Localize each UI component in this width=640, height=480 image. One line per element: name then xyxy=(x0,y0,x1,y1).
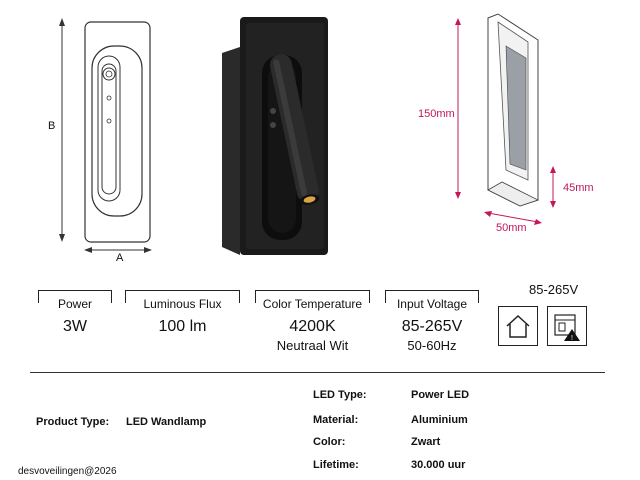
spec-luminous-flux-value: 100 lm xyxy=(158,318,207,335)
dimension-depth-label: 45mm xyxy=(563,182,594,194)
voltage-badge-text: 85-265V xyxy=(529,282,579,297)
watermark-text: desvoveilingen@2026 xyxy=(18,466,117,477)
spec-input-voltage: Input Voltage 85-265V 50-60Hz xyxy=(385,290,479,360)
dimension-height-label: 150mm xyxy=(418,108,455,120)
led-type-label: LED Type: xyxy=(313,389,367,401)
spec-color-temperature: Color Temperature 4200K Neutraal Wit xyxy=(255,290,370,360)
color-label: Color: xyxy=(313,436,346,448)
electrical-warning-icon: ! xyxy=(547,306,587,346)
spec-power-value: 3W xyxy=(63,318,87,335)
product-type-label: Product Type: xyxy=(36,416,110,428)
front-dimension-drawing xyxy=(59,18,152,253)
material-label: Material: xyxy=(313,414,359,426)
dimension-b-label: B xyxy=(48,120,56,132)
spec-luminous-flux: Luminous Flux 100 lm xyxy=(125,290,240,360)
color-value: Zwart xyxy=(411,436,441,448)
spec-luminous-flux-label: Luminous Flux xyxy=(139,297,226,311)
dimension-a-label: A xyxy=(116,252,124,264)
led-type-value: Power LED xyxy=(411,389,470,401)
spec-color-temperature-sub: Neutraal Wit xyxy=(276,338,349,353)
section-divider xyxy=(30,372,605,373)
lifetime-value: 30.000 uur xyxy=(411,459,466,471)
dimension-width-label: 50mm xyxy=(496,222,527,234)
side-dimension-drawing xyxy=(455,13,556,225)
product-type-value: LED Wandlamp xyxy=(126,416,207,428)
material-value: Aluminium xyxy=(411,414,468,426)
spec-input-voltage-label: Input Voltage xyxy=(392,297,472,311)
spec-input-voltage-sub: 50-60Hz xyxy=(407,338,457,353)
product-photo xyxy=(222,17,328,255)
svg-text:!: ! xyxy=(571,335,573,342)
spec-color-temperature-value: 4200K xyxy=(289,318,336,335)
lifetime-label: Lifetime: xyxy=(313,459,359,471)
indoor-house-icon xyxy=(498,306,538,346)
spec-power-label: Power xyxy=(53,297,96,311)
spec-color-temperature-label: Color Temperature xyxy=(258,297,367,311)
spec-input-voltage-value: 85-265V xyxy=(401,318,463,335)
spec-power: Power 3W xyxy=(38,290,112,360)
